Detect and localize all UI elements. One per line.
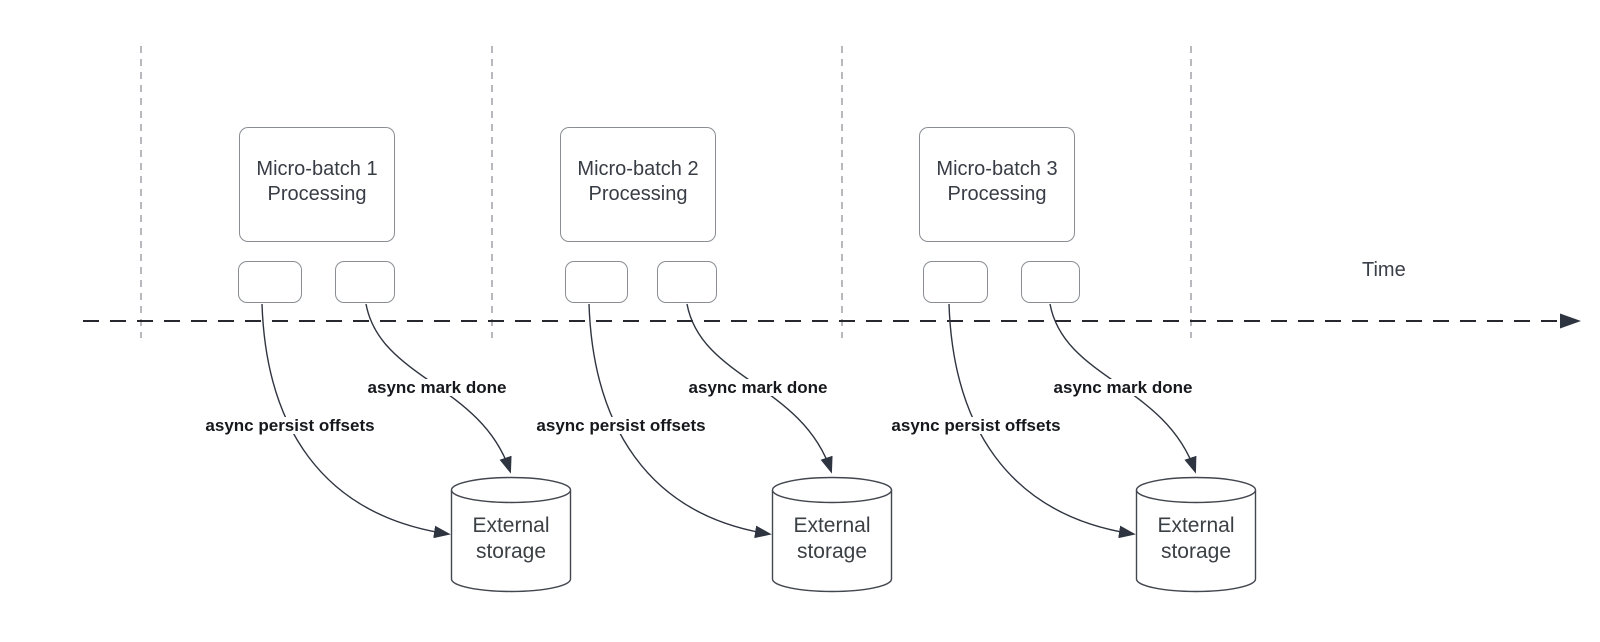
persist-offsets-label-3: async persist offsets	[888, 417, 1064, 434]
async-task-box-3b	[1021, 261, 1080, 303]
persist-offsets-label-2: async persist offsets	[533, 417, 709, 434]
async-task-box-2a	[565, 261, 628, 303]
external-storage-label-1: External storage	[472, 514, 550, 563]
microbatch-box-2-label: Micro-batch 2 Processing	[577, 157, 699, 205]
external-storage-label-2: External storage	[793, 514, 871, 563]
mark-done-label-1: async mark done	[364, 379, 510, 396]
external-storage-label-3: External storage	[1157, 514, 1235, 563]
time-axis-arrowhead-icon	[1560, 313, 1581, 329]
microbatch-box-3: Micro-batch 3 Processing	[919, 127, 1075, 242]
async-task-box-1a	[238, 261, 302, 303]
microbatch-box-1: Micro-batch 1 Processing	[239, 127, 395, 242]
persist-offsets-arrow-2	[588, 303, 772, 539]
persist-offsets-arrow-1	[261, 303, 451, 539]
time-axis-label: Time	[1362, 259, 1406, 281]
external-storage-cylinder-3	[1135, 476, 1257, 593]
microbatch-box-2: Micro-batch 2 Processing	[560, 127, 716, 242]
persist-offsets-label-1: async persist offsets	[202, 417, 378, 434]
microbatch-box-1-label: Micro-batch 1 Processing	[256, 157, 378, 205]
async-task-box-1b	[335, 261, 395, 303]
async-task-box-3a	[923, 261, 988, 303]
external-storage-cylinder-2	[771, 476, 893, 593]
async-task-box-2b	[657, 261, 717, 303]
microbatch-box-3-label: Micro-batch 3 Processing	[936, 157, 1058, 205]
persist-offsets-arrow-3	[948, 303, 1136, 539]
mark-done-label-2: async mark done	[685, 379, 831, 396]
mark-done-label-3: async mark done	[1050, 379, 1196, 396]
external-storage-cylinder-1	[450, 476, 572, 593]
